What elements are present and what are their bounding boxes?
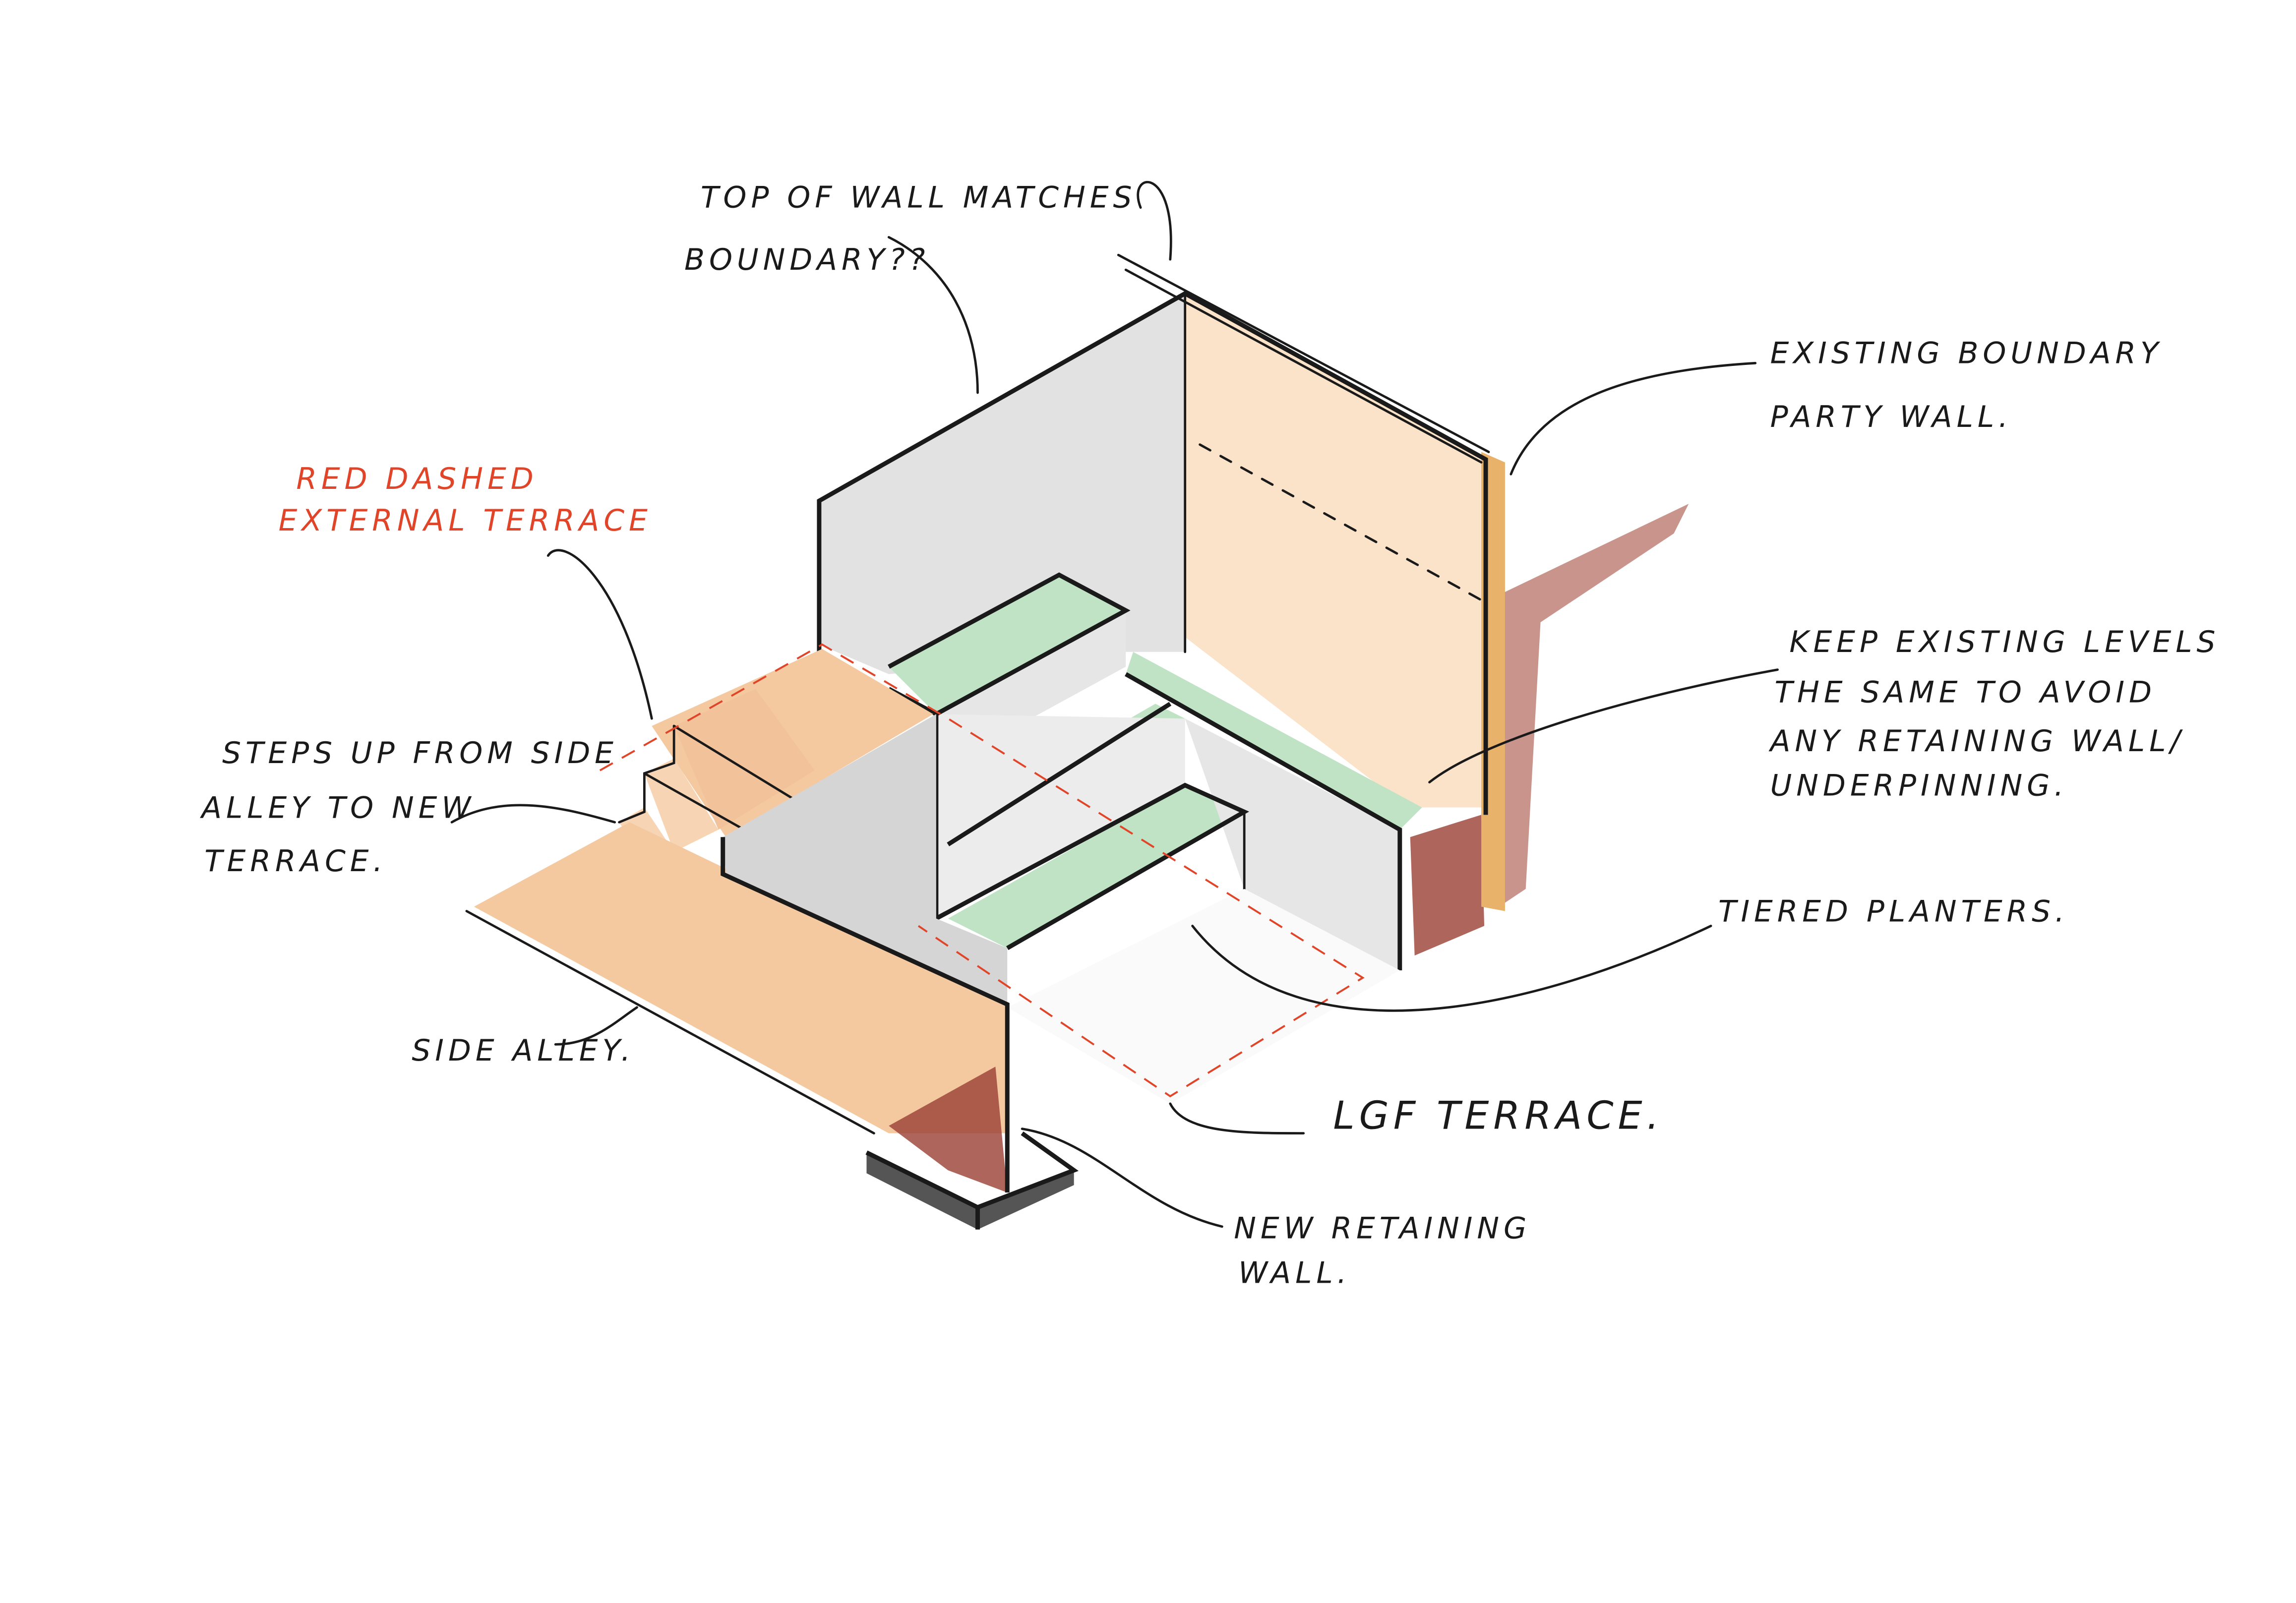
- label-steps-3: TERRACE.: [204, 844, 387, 879]
- annotations: TOP OF WALL MATCHES BOUNDARY?? EXISTING …: [199, 181, 2220, 1291]
- ground-hatch-right: [1503, 504, 1689, 904]
- leader-planters: [1191, 925, 1712, 1012]
- label-new-retaining-1: NEW RETAINING: [1234, 1212, 1531, 1246]
- side-alley: [474, 822, 1008, 1133]
- green-band-right: [1126, 652, 1422, 830]
- leader-retaining: [1021, 1128, 1223, 1228]
- planter-end-hatch: [1410, 815, 1485, 956]
- label-keep-levels-4: UNDERPINNING.: [1770, 769, 2068, 803]
- label-keep-levels-3: ANY RETAINING WALL/: [1768, 724, 2185, 759]
- label-lgf-terrace: LGF TERRACE.: [1333, 1094, 1663, 1138]
- leader-red-dashed: [546, 549, 653, 720]
- label-steps-2: ALLEY TO NEW: [199, 791, 475, 825]
- leader-top-of-wall: [887, 236, 979, 394]
- retaining-wall-section: [889, 1067, 1008, 1193]
- lgf-terrace-floor: [1007, 889, 1400, 1104]
- label-red-dashed-1: RED DASHED: [296, 462, 538, 496]
- new-retaining-wall: [723, 714, 1008, 1005]
- planter-top-1: [889, 575, 1126, 714]
- label-keep-levels-1: KEEP EXISTING LEVELS: [1789, 625, 2220, 659]
- leader-steps: [450, 804, 616, 824]
- label-steps-1: STEPS UP FROM SIDE: [222, 736, 618, 771]
- label-tiered-planters: TIERED PLANTERS.: [1718, 894, 2069, 929]
- leader-lgf: [1169, 1102, 1305, 1134]
- planter-face-2: [936, 714, 1185, 919]
- leader-keep-levels: [1428, 668, 1779, 784]
- red-dashed-terrace-outline: [599, 643, 1365, 1098]
- planter-right-face: [1185, 718, 1400, 971]
- label-side-alley: SIDE ALLEY.: [412, 1034, 635, 1068]
- leader-side-alley: [554, 1006, 638, 1046]
- planter-top-3: [948, 785, 1245, 949]
- label-existing-boundary-2: PARTY WALL.: [1770, 400, 2012, 434]
- back-left-wall: [819, 293, 1185, 674]
- footing: [866, 1152, 1074, 1230]
- back-right-wall: [1185, 293, 1486, 808]
- label-top-of-wall-2: BOUNDARY??: [684, 243, 929, 277]
- label-keep-levels-2: THE SAME TO AVOID: [1775, 675, 2156, 710]
- label-existing-boundary-1: EXISTING BOUNDARY: [1770, 336, 2163, 370]
- label-red-dashed-2: EXTERNAL TERRACE: [279, 504, 652, 538]
- label-new-retaining-2: WALL.: [1238, 1256, 1351, 1290]
- leader-boundary: [1510, 361, 1757, 475]
- isometric-drawing: [450, 180, 1779, 1230]
- label-top-of-wall-1: TOP OF WALL MATCHES: [701, 181, 1136, 215]
